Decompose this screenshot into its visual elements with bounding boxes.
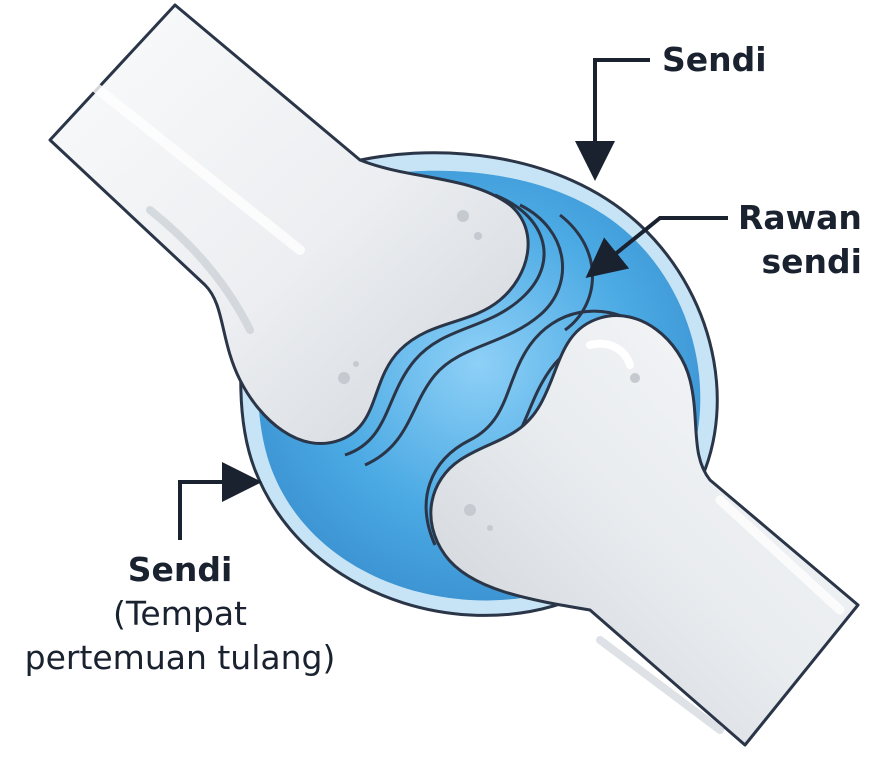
label-bottom-joint-sub2: pertemuan tulang) — [0, 636, 360, 680]
label-cartilage: Rawan sendi — [738, 196, 862, 284]
arrow-top-joint — [595, 60, 650, 165]
label-bottom-joint-title: Sendi — [0, 548, 360, 592]
arrow-bottom-joint — [180, 482, 246, 540]
label-cartilage-line1: Rawan — [738, 196, 862, 240]
label-cartilage-line2: sendi — [738, 240, 862, 284]
label-bottom-joint-sub1: (Tempat — [0, 592, 360, 636]
label-bottom-joint: Sendi (Tempat pertemuan tulang) — [0, 548, 360, 680]
label-top-joint: Sendi — [662, 40, 767, 79]
